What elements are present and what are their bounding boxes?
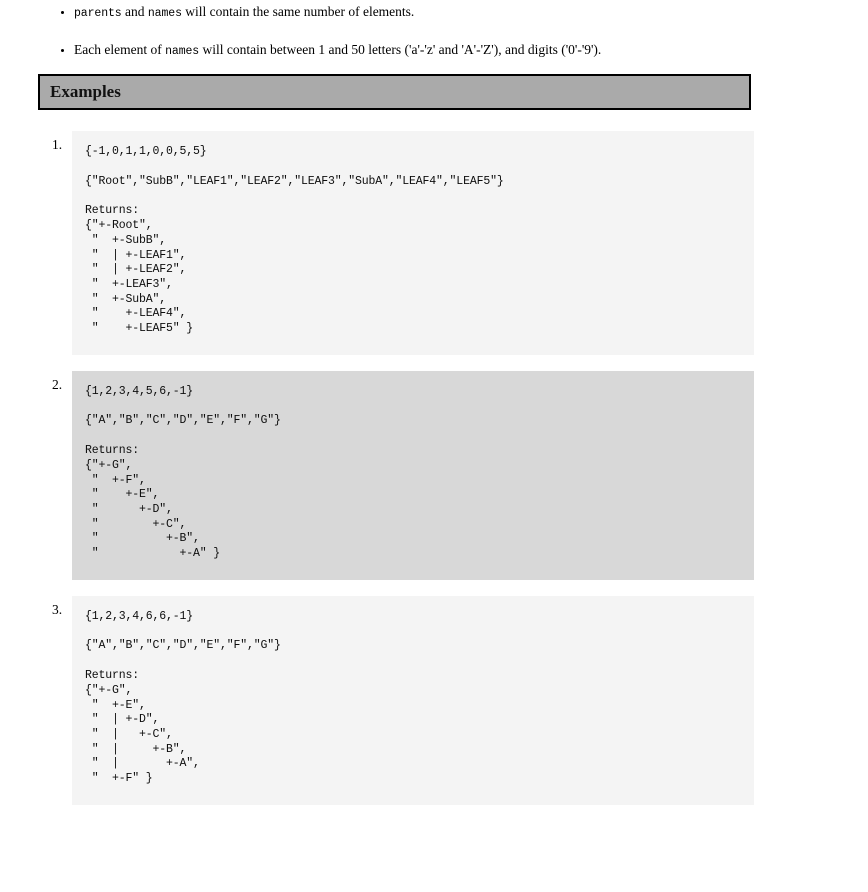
returns-tree-line: " +-LEAF4", <box>85 307 187 321</box>
constraint-text: Each element of <box>74 42 166 57</box>
returns-tree-line: " | +-LEAF2", <box>85 263 187 277</box>
returns-tree-line: " | +-LEAF1", <box>85 248 187 262</box>
returns-tree-line: " +-A" } <box>85 547 221 561</box>
example-parents-value: {-1,0,1,1,0,0,5,5} <box>85 145 207 158</box>
example-block: {-1,0,1,1,0,0,5,5} {"Root","SubB","LEAF1"… <box>72 131 754 355</box>
returns-tree-line: " | +-D", <box>85 713 160 727</box>
constraint-text: will contain between 1 and 50 letters ('… <box>199 42 602 57</box>
example-number: 1. <box>52 137 63 152</box>
example-names-value: {"A","B","C","D","E","F","G"} <box>85 639 281 653</box>
returns-tree-line: " +-SubB", <box>85 233 167 247</box>
returns-label: Returns: <box>85 669 140 683</box>
example-returns: Returns:{"+-G", " +-F", " +-E", " +-D", … <box>85 444 754 562</box>
example-item: 1. {-1,0,1,1,0,0,5,5} {"Root","SubB","LEAF… <box>0 131 868 355</box>
example-block: {1,2,3,4,5,6,-1} {"A","B","C","D","E","F"… <box>72 370 754 580</box>
returns-tree-line: " | +-B", <box>85 742 187 756</box>
page-title: Examples <box>50 82 121 101</box>
inline-code: names <box>165 45 200 58</box>
returns-tree-line: {"+-Root", <box>85 219 153 233</box>
returns-tree-line: " +-LEAF5" } <box>85 322 194 336</box>
example-item: 3. {1,2,3,4,6,6,-1} {"A","B","C","D","E","… <box>0 595 868 805</box>
example-parents-value: {1,2,3,4,5,6,-1} <box>85 384 194 398</box>
returns-tree-line: " +-C", <box>85 517 187 531</box>
returns-tree-line: " +-E", <box>85 698 146 712</box>
returns-tree-line: " +-LEAF3", <box>85 277 173 291</box>
example-returns: Returns:{"+-G", " +-E", " | +-D", " | +-… <box>85 669 754 787</box>
returns-tree-line: " +-SubA", <box>85 292 167 306</box>
example-returns: Returns:{"+-Root", " +-SubB", " | +-LEAF… <box>85 204 754 336</box>
returns-tree-line: " +-F" } <box>85 772 153 786</box>
returns-tree-line: {"+-G", <box>85 458 133 472</box>
returns-tree-line: " +-E", <box>85 488 160 502</box>
returns-label: Returns: <box>85 444 140 458</box>
returns-label: Returns: <box>85 204 140 218</box>
returns-tree-line: " | +-A", <box>85 757 200 771</box>
returns-tree-line: " +-D", <box>85 502 173 516</box>
inline-code: names <box>147 7 182 20</box>
examples-list: 1. {-1,0,1,1,0,0,5,5} {"Root","SubB","LEAF… <box>0 131 868 821</box>
constraint-item: Each element of names will contain betwe… <box>74 41 868 60</box>
returns-tree-line: " +-F", <box>85 473 146 487</box>
constraint-text: will contain the same number of elements… <box>181 4 415 19</box>
returns-tree-line: " +-B", <box>85 532 200 546</box>
example-names-value: {"Root","SubB","LEAF1","LEAF2","LEAF3","… <box>85 174 504 188</box>
example-parents-value: {1,2,3,4,6,6,-1} <box>85 609 194 623</box>
example-number: 3. <box>52 601 63 617</box>
examples-section-header: Examples <box>38 74 751 110</box>
constraints-list: parents and names will contain the same … <box>0 3 868 79</box>
example-names-value: {"A","B","C","D","E","F","G"} <box>85 414 281 428</box>
constraint-item: parents and names will contain the same … <box>74 3 868 22</box>
returns-tree-line: " | +-C", <box>85 727 173 741</box>
returns-tree-line: {"+-G", <box>85 683 133 697</box>
inline-code: parents <box>74 7 122 20</box>
example-item: 2. {1,2,3,4,5,6,-1} {"A","B","C","D","E","… <box>0 370 868 580</box>
example-number: 2. <box>52 376 63 392</box>
example-block: {1,2,3,4,6,6,-1} {"A","B","C","D","E","F"… <box>72 595 754 805</box>
constraint-text: and <box>121 4 148 19</box>
